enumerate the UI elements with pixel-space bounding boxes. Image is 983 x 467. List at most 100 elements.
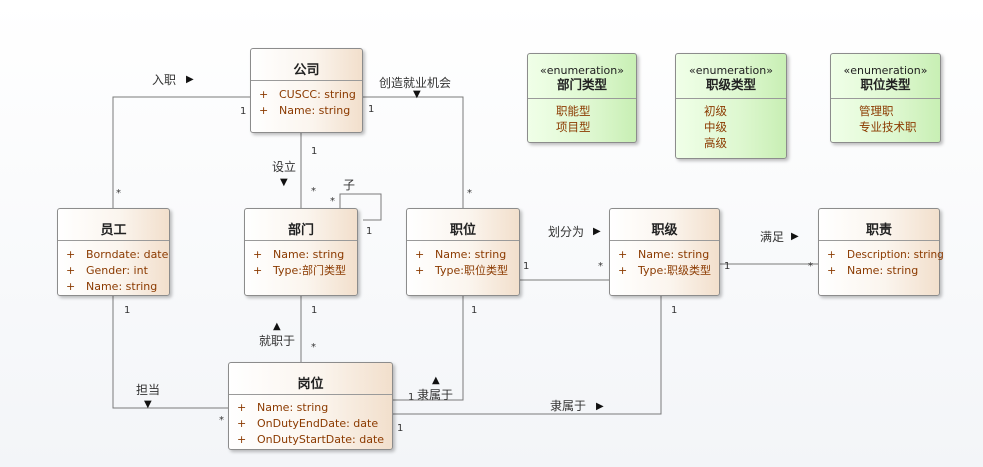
attribute-list: +Name: string +Type:职位类型 bbox=[407, 240, 519, 279]
enum-stereotype: «enumeration» bbox=[843, 64, 928, 77]
arrow-down-icon: ▼ bbox=[280, 177, 288, 188]
class-name: 员工 bbox=[100, 223, 127, 238]
class-name: 公司 bbox=[293, 63, 320, 78]
work-in-label: 就职于 bbox=[259, 334, 296, 348]
belong-level-mult-post: 1 bbox=[397, 423, 404, 434]
belong-position-label: 隶属于 bbox=[417, 388, 454, 402]
arrow-up-icon: ▲ bbox=[273, 321, 281, 332]
attribute-list: +Name: string +Type:部门类型 bbox=[245, 240, 357, 279]
attribute: +Type:部门类型 bbox=[253, 264, 346, 277]
line-child bbox=[339, 193, 382, 221]
arrow-right-icon: ▶ bbox=[186, 74, 194, 85]
arrow-right-icon: ▶ bbox=[596, 401, 604, 412]
class-name: 职责 bbox=[865, 223, 892, 238]
join-mult-employee: * bbox=[116, 188, 121, 199]
serve-label: 担当 bbox=[136, 383, 161, 397]
arrow-right-icon: ▶ bbox=[791, 231, 799, 242]
enum-literal: 专业技术职 bbox=[859, 120, 917, 134]
class-company[interactable]: 公司 +CUSCC: string +Name: string bbox=[250, 48, 363, 133]
create-jobs-mult-company: 1 bbox=[368, 104, 375, 115]
divide-mult-position: 1 bbox=[523, 261, 530, 272]
serve-mult-post: * bbox=[219, 415, 224, 426]
enum-header: «enumeration» 职级类型 bbox=[676, 54, 786, 98]
satisfy-mult-duty: * bbox=[808, 261, 813, 272]
create-jobs-label: 创造就业机会 bbox=[379, 76, 452, 90]
enum-literals: 初级 中级 高级 bbox=[676, 98, 786, 151]
class-post[interactable]: 岗位 +Name: string +OnDutyEndDate: date +O… bbox=[228, 362, 393, 450]
attribute: +Name: string bbox=[259, 104, 351, 117]
attribute-list: +Name: string +Type:职级类型 bbox=[610, 240, 719, 279]
enum-level-type[interactable]: «enumeration» 职级类型 初级 中级 高级 bbox=[675, 53, 787, 159]
attribute: +Name: string bbox=[253, 248, 345, 261]
work-in-mult-post: * bbox=[311, 342, 316, 353]
join-label: 入职 bbox=[152, 73, 177, 87]
class-name: 职位 bbox=[449, 223, 476, 238]
child-mult-a: * bbox=[330, 196, 335, 207]
create-jobs-mult-position: * bbox=[467, 188, 472, 199]
line-join bbox=[112, 96, 250, 208]
attribute-list: +Description: string +Name: string bbox=[819, 240, 944, 279]
arrow-down-icon: ▼ bbox=[413, 89, 421, 100]
enum-department-type[interactable]: «enumeration» 部门类型 职能型 项目型 bbox=[527, 53, 637, 143]
enum-header: «enumeration» 职位类型 bbox=[831, 54, 940, 98]
child-label: 子 bbox=[343, 178, 356, 192]
line-belong-level bbox=[393, 296, 662, 415]
enum-literal: 项目型 bbox=[556, 120, 591, 134]
attribute-list: +Name: string +OnDutyEndDate: date +OnDu… bbox=[229, 394, 392, 448]
enum-position-type[interactable]: «enumeration» 职位类型 管理职 专业技术职 bbox=[830, 53, 941, 143]
belong-position-mult-post: 1 bbox=[408, 392, 415, 403]
enum-literals: 职能型 项目型 bbox=[528, 98, 636, 135]
establish-mult-department: * bbox=[311, 186, 316, 197]
enum-stereotype: «enumeration» bbox=[689, 64, 773, 77]
attribute: +Type:职位类型 bbox=[415, 264, 508, 277]
class-employee[interactable]: 员工 +Borndate: date +Gender: int +Name: s… bbox=[57, 208, 170, 296]
enum-stereotype: «enumeration» bbox=[540, 64, 624, 77]
enum-literal: 高级 bbox=[704, 136, 727, 150]
serve-mult-employee: 1 bbox=[124, 305, 131, 316]
line-create-jobs bbox=[363, 96, 464, 208]
class-level[interactable]: 职级 +Name: string +Type:职级类型 bbox=[609, 208, 720, 296]
satisfy-label: 满足 bbox=[760, 230, 785, 244]
arrow-up-icon: ▲ bbox=[432, 375, 440, 386]
establish-mult-company: 1 bbox=[311, 146, 318, 157]
attribute: +CUSCC: string bbox=[259, 88, 356, 101]
attribute: +Name: string bbox=[237, 401, 329, 414]
class-duty[interactable]: 职责 +Description: string +Name: string bbox=[818, 208, 944, 296]
work-in-mult-department: 1 bbox=[311, 305, 318, 316]
enum-literal: 中级 bbox=[704, 120, 727, 134]
class-name: 职级 bbox=[651, 223, 678, 238]
arrow-down-icon: ▼ bbox=[144, 399, 152, 410]
line-belong-position bbox=[393, 296, 464, 401]
enum-name: 职级类型 bbox=[705, 77, 756, 92]
attribute: +Name: string bbox=[827, 264, 919, 277]
divide-label: 划分为 bbox=[548, 225, 585, 239]
class-name: 部门 bbox=[287, 223, 314, 238]
enum-literal: 管理职 bbox=[859, 104, 894, 118]
enum-header: «enumeration» 部门类型 bbox=[528, 54, 636, 98]
child-mult-b: 1 bbox=[366, 226, 373, 237]
belong-level-label: 隶属于 bbox=[550, 399, 587, 413]
attribute-list: +CUSCC: string +Name: string bbox=[251, 80, 362, 119]
join-mult-company: 1 bbox=[240, 106, 247, 117]
attribute: +Gender: int bbox=[66, 264, 148, 277]
attribute-list: +Borndate: date +Gender: int +Name: stri… bbox=[58, 240, 169, 295]
enum-name: 职位类型 bbox=[860, 77, 911, 92]
attribute: +Type:职级类型 bbox=[618, 264, 711, 277]
enum-literal: 初级 bbox=[704, 104, 727, 118]
enum-name: 部门类型 bbox=[556, 77, 607, 92]
attribute: +Name: string bbox=[415, 248, 507, 261]
class-name: 岗位 bbox=[297, 377, 324, 392]
line-serve bbox=[112, 296, 228, 409]
attribute: +Borndate: date bbox=[66, 248, 169, 261]
attribute: +Name: string bbox=[618, 248, 710, 261]
satisfy-mult-level: 1 bbox=[724, 261, 731, 272]
attribute: +OnDutyEndDate: date bbox=[237, 417, 379, 430]
class-position[interactable]: 职位 +Name: string +Type:职位类型 bbox=[406, 208, 520, 296]
divide-mult-level: * bbox=[598, 261, 603, 272]
belong-level-mult-level: 1 bbox=[671, 305, 678, 316]
attribute: +OnDutyStartDate: date bbox=[237, 433, 385, 446]
establish-label: 设立 bbox=[272, 160, 297, 174]
class-department[interactable]: 部门 +Name: string +Type:部门类型 bbox=[244, 208, 358, 296]
attribute: +Description: string bbox=[827, 249, 944, 261]
